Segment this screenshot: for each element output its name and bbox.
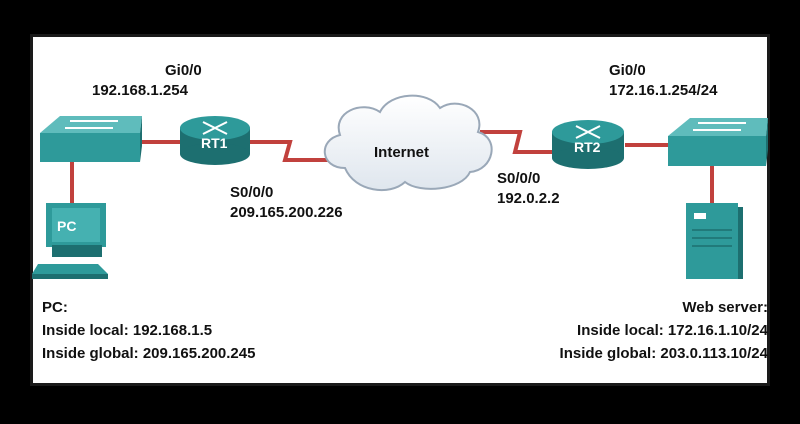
- rt2-gi-address-label: 172.16.1.254/24: [609, 82, 718, 99]
- switch-left-icon: [40, 116, 142, 162]
- internet-label: Internet: [374, 144, 430, 161]
- rt1-serial-interface-label: S0/0/0: [230, 184, 274, 201]
- rt1-serial-address-label: 209.165.200.226: [230, 204, 343, 221]
- pc-inside-local: Inside local: 192.168.1.5: [42, 322, 213, 339]
- pc-icon: [32, 203, 108, 279]
- rt2-gi-interface-label: Gi0/0: [609, 62, 646, 79]
- web-server-caption: Web server:: [682, 299, 768, 316]
- router-rt1-icon: [180, 116, 250, 165]
- pc-inside-global: Inside global: 209.165.200.245: [42, 345, 256, 362]
- rt1-name-label: RT1: [201, 135, 228, 151]
- rt1-gi-address-label: 192.168.1.254: [92, 82, 188, 99]
- diagram-frame: [30, 34, 770, 386]
- internet-cloud-icon: [323, 94, 493, 192]
- rt2-name-label: RT2: [574, 139, 601, 155]
- network-links: [70, 130, 714, 205]
- rt2-serial-address-label: 192.0.2.2: [497, 190, 560, 207]
- rt2-serial-interface-label: S0/0/0: [497, 170, 541, 187]
- web-server-icon: [686, 203, 743, 279]
- router-rt2-icon: [552, 120, 624, 169]
- link-rt1-internet: [250, 140, 335, 162]
- link-internet-rt2: [480, 130, 552, 154]
- switch-right-icon: [668, 118, 768, 166]
- pc-caption: PC:: [42, 299, 68, 316]
- rt1-gi-interface-label: Gi0/0: [165, 62, 202, 79]
- pc-screen-label: PC: [57, 218, 77, 234]
- web-server-inside-local: Inside local: 172.16.1.10/24: [577, 322, 768, 339]
- web-server-inside-global: Inside global: 203.0.113.10/24: [559, 345, 768, 362]
